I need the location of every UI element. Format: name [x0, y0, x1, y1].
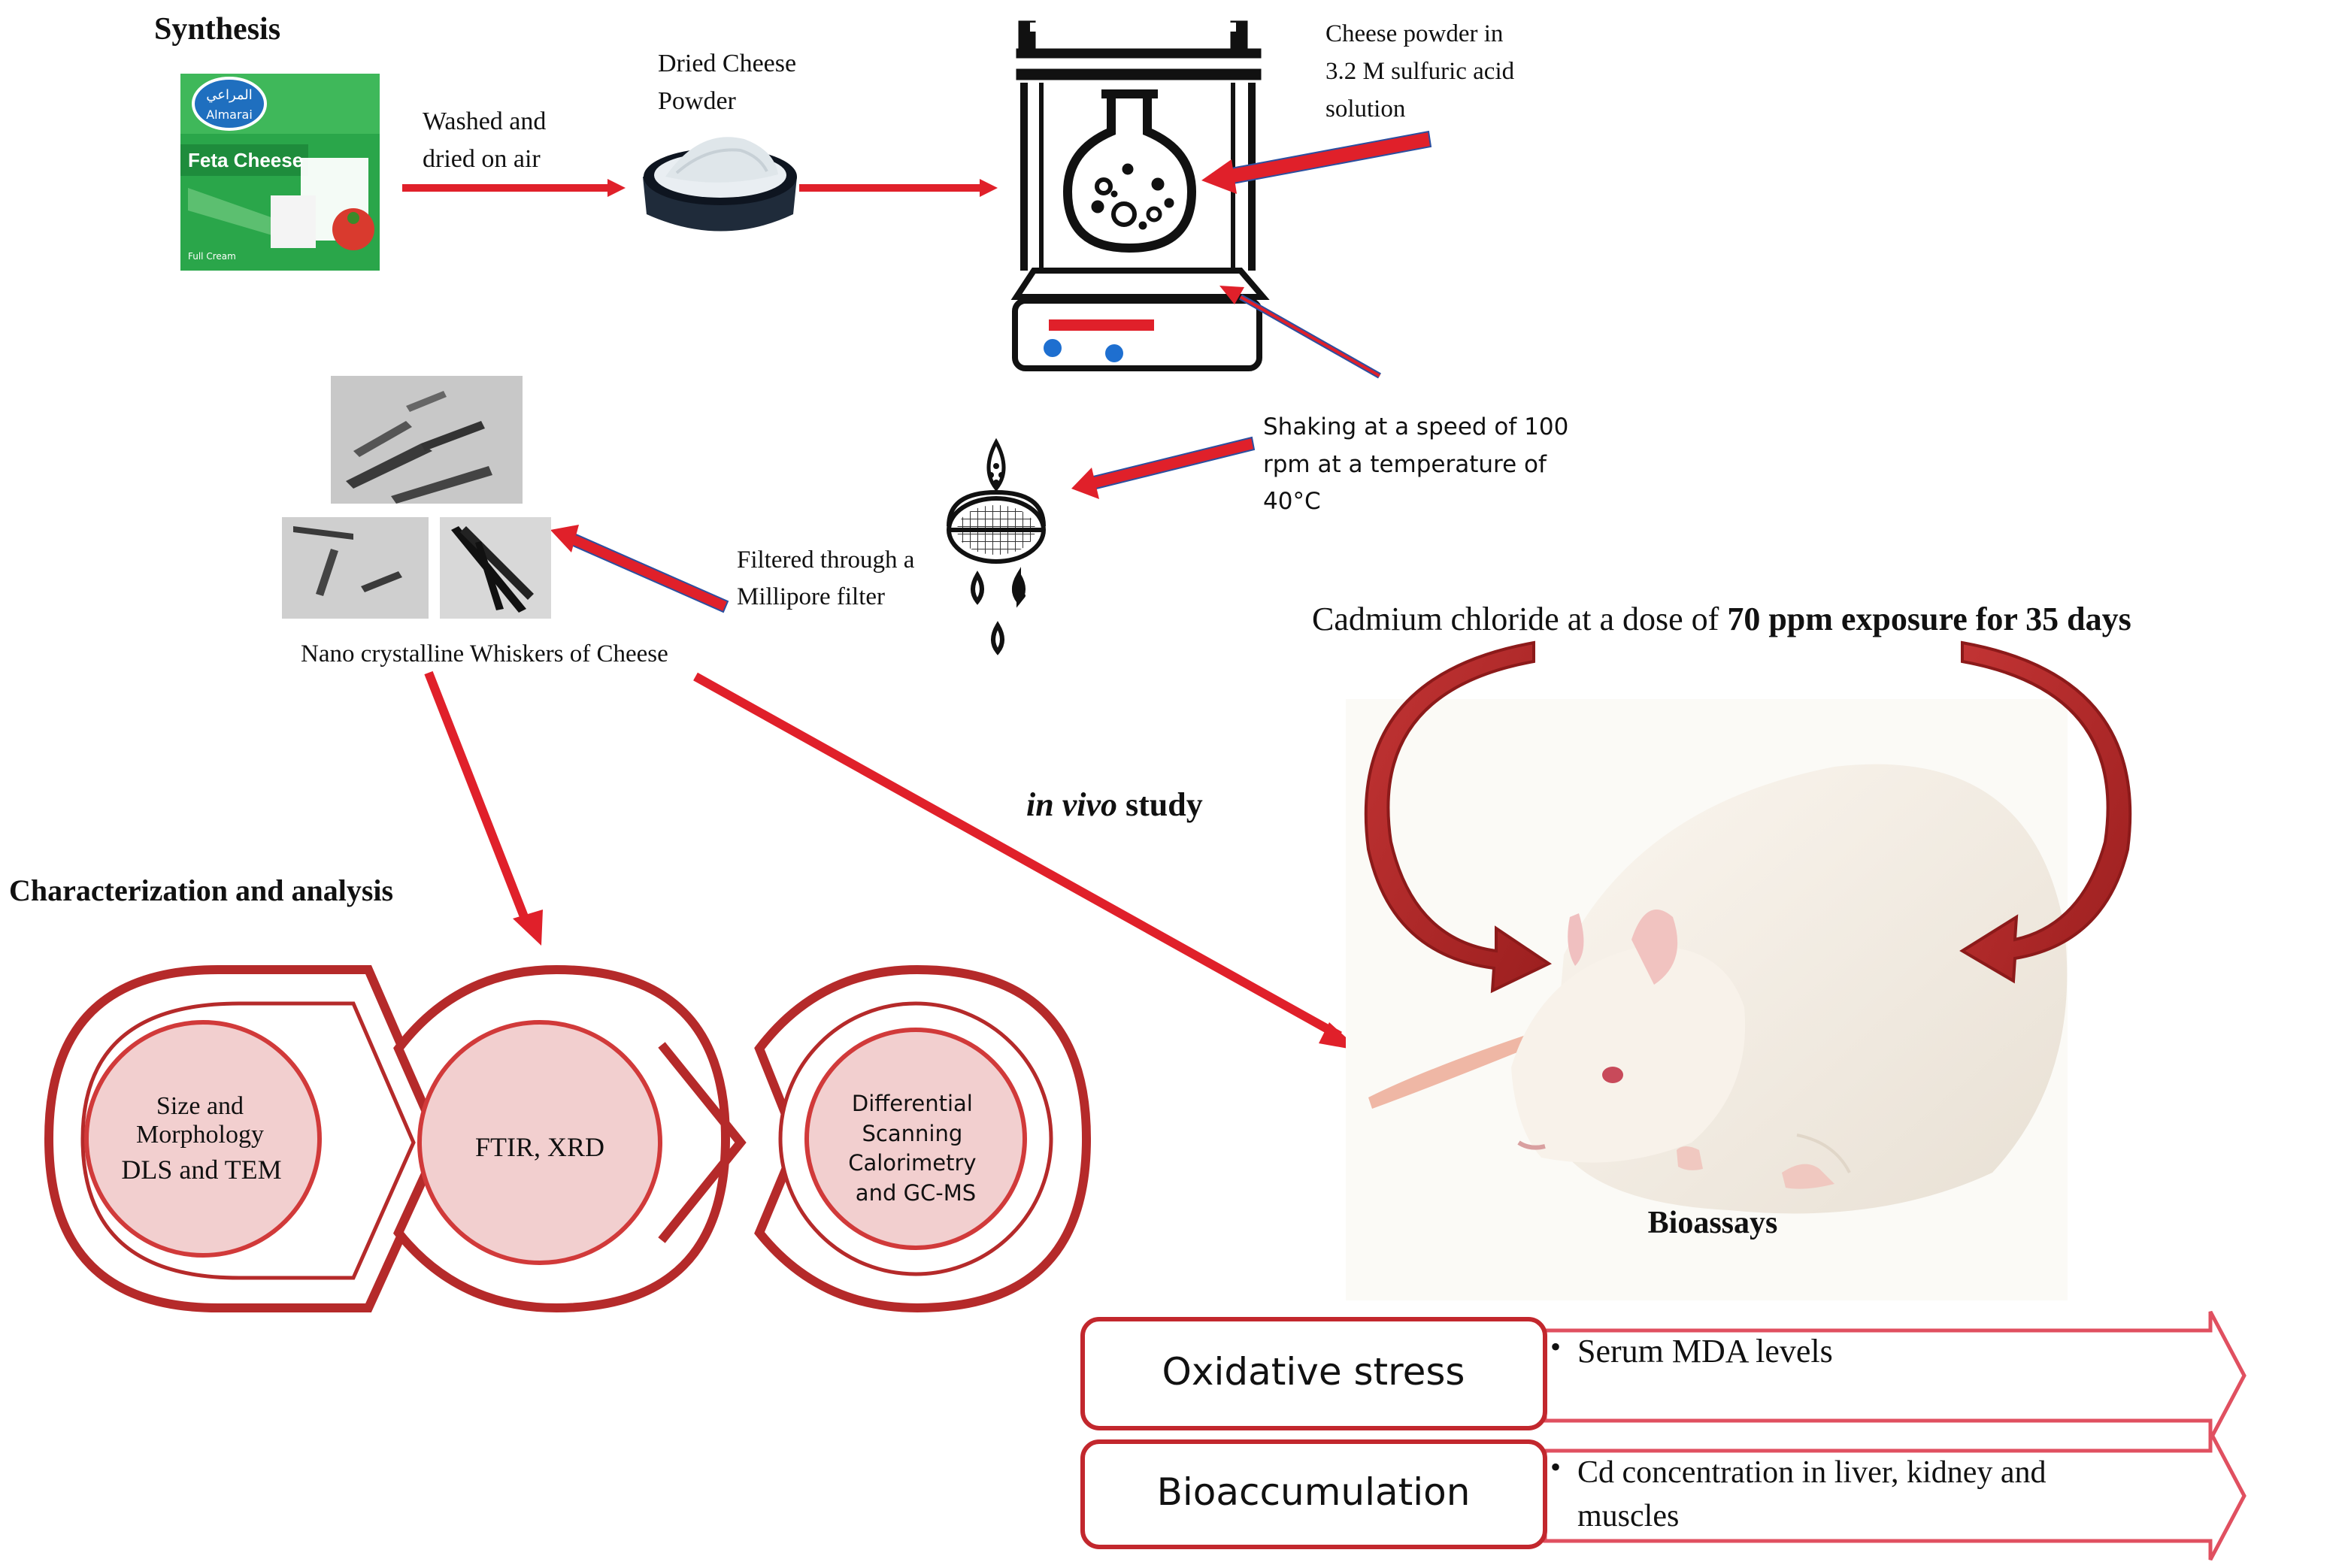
- result-bullet-oxidative: •: [1550, 1330, 1561, 1364]
- feta-cheese-package-image: المراعي Almarai Feta Cheese Full Cream: [180, 74, 380, 271]
- cheese-powder-bowl-image: [643, 137, 797, 232]
- product-brand-text: Almarai: [206, 107, 253, 122]
- char-item-size-morphology: Size and Morphology DLS and TEM: [121, 1092, 281, 1185]
- result-detail-bioaccumulation: Cd concentration in liver, kidney and mu…: [1577, 1455, 2054, 1533]
- tem-micrograph-images: [282, 376, 551, 619]
- millipore-filter-icon: [947, 437, 1046, 655]
- curved-arrow-right: [1959, 640, 2132, 984]
- shaker-flask-apparatus-image: [1010, 20, 1270, 371]
- result-name-bioaccumulation: Bioaccumulation: [1157, 1470, 1471, 1514]
- result-row-bioaccumulation: [1080, 1430, 2246, 1561]
- curved-arrow-left: [1364, 640, 1553, 994]
- step-washed-label: Washed and dried on air: [423, 107, 553, 173]
- bioassays-label: Bioassays: [1648, 1206, 1778, 1240]
- char-item-dsc-gcms: Differential Scanning Calorimetry and GC…: [848, 1091, 983, 1206]
- characterization-title: Characterization and analysis: [9, 873, 393, 907]
- product-name-text: Feta Cheese: [188, 149, 303, 171]
- arrow-shaking-to-shaker: [1219, 286, 1381, 379]
- characterization-flow: [44, 964, 1092, 1313]
- step-powder-label: Dried Cheese Powder: [658, 50, 803, 115]
- result-bullet-bioaccumulation: •: [1550, 1450, 1561, 1484]
- arrow-acid-to-flask: [1201, 130, 1432, 194]
- result-detail-oxidative: Serum MDA levels: [1577, 1333, 1833, 1370]
- exposure-label: Cadmium chloride at a dose of 70 ppm exp…: [1312, 601, 2131, 637]
- synthesis-title: Synthesis: [154, 12, 280, 47]
- result-row-oxidative: [1080, 1310, 2246, 1441]
- invivo-study-label: in vivo study: [1026, 786, 1203, 823]
- step-filter-label: Filtered through a Millipore filter: [737, 546, 921, 610]
- whiskers-label: Nano crystalline Whiskers of Cheese: [301, 640, 668, 667]
- step-acid-label: Cheese powder in 3.2 M sulfuric acid sol…: [1325, 20, 1520, 123]
- arrow-shaker-to-filter: [1071, 436, 1256, 499]
- arrow-whiskers-to-characterization: [424, 670, 543, 946]
- arrow-filter-to-whiskers: [550, 525, 729, 613]
- result-name-oxidative: Oxidative stress: [1162, 1350, 1465, 1394]
- product-tag-text: Full Cream: [188, 251, 236, 262]
- step-shaking-label: Shaking at a speed of 100 rpm at a tempe…: [1263, 413, 1576, 515]
- char-item-ftir-xrd: FTIR, XRD: [475, 1132, 604, 1162]
- arrow-powder-to-acid: [799, 179, 998, 197]
- arrow-wash-to-powder: [402, 179, 626, 197]
- product-arabic-text: المراعي: [206, 87, 253, 103]
- rat-image: [1346, 699, 2068, 1300]
